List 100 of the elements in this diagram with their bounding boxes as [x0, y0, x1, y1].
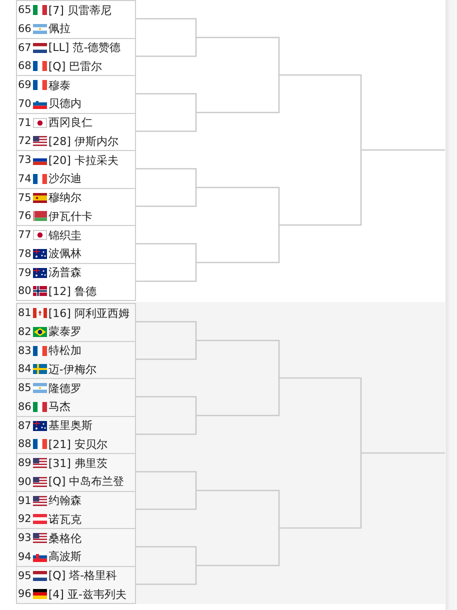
player-name: 特松加: [48, 344, 82, 357]
draw-number: 91: [18, 494, 32, 506]
match-box: [16, 453, 136, 492]
player-name: 隆德罗: [48, 382, 82, 394]
draw-number: 89: [18, 457, 32, 469]
draw-number: 75: [18, 192, 32, 204]
draw-number: 87: [18, 420, 32, 432]
bracket-line: [196, 75, 280, 114]
bracket-line: [136, 188, 197, 207]
player-name: 穆泰: [48, 78, 70, 92]
player-name: [12] 鲁德: [48, 284, 96, 298]
bracket-line: [136, 262, 197, 282]
player-name: [Q] 巴雷尔: [48, 60, 102, 73]
draw-number: 93: [18, 532, 32, 544]
player-name: [28] 伊斯内尔: [48, 134, 118, 148]
match-box: [16, 75, 136, 114]
bracket-line: [136, 416, 197, 435]
draw-number: 86: [18, 400, 32, 413]
player-name: [16] 阿利亚西姆: [48, 306, 130, 320]
player-name: 波佩林: [48, 247, 82, 260]
bracket-line: [136, 396, 197, 416]
draw-number: 70: [18, 98, 32, 110]
match-box: [16, 150, 136, 188]
bracket-line: [196, 528, 280, 566]
draw-number: 78: [18, 248, 32, 260]
draw-number: 72: [18, 135, 32, 148]
player-name: 基里奥斯: [48, 419, 92, 432]
match-box: [16, 340, 136, 379]
bracket-line: [136, 18, 197, 38]
bracket-line: [136, 566, 197, 585]
player-name: 锦织圭: [48, 228, 82, 242]
draw-number: 88: [18, 438, 32, 450]
bracket-line: [279, 453, 362, 529]
player-name: 约翰森: [48, 494, 82, 507]
player-name: 马杰: [48, 400, 70, 414]
match-box: [16, 262, 136, 301]
bracket-line: [136, 321, 197, 340]
player-name: [LL] 范-德赞德: [48, 41, 121, 54]
draw-number: 80: [18, 285, 32, 298]
draw-number: 96: [18, 588, 32, 600]
player-name: 西冈良仁: [48, 116, 92, 129]
match-box: [16, 112, 136, 151]
player-name: 桑格伦: [48, 532, 82, 544]
match-box: [16, 528, 136, 566]
draw-number: 67: [18, 42, 32, 54]
draw-number: 90: [18, 476, 32, 488]
player-name: [21] 安贝尔: [48, 438, 108, 451]
bracket-line: [196, 225, 280, 264]
player-name: 穆纳尔: [48, 191, 82, 204]
draw-number: 81: [18, 307, 32, 319]
bracket-line: [136, 168, 197, 188]
player-name: 迈-伊梅尔: [48, 362, 96, 376]
bracket-line: [279, 74, 362, 150]
draw-number: 84: [18, 363, 32, 376]
draw-number: 76: [18, 210, 32, 222]
player-name: 诺瓦克: [48, 512, 82, 526]
draw-number: 66: [18, 22, 32, 35]
player-name: [4] 亚-兹韦列夫: [48, 588, 126, 601]
player-name: [31] 弗里茨: [48, 456, 108, 470]
bracket-line: [196, 36, 280, 75]
match-box: [16, 378, 136, 416]
draw-number: 69: [18, 79, 32, 91]
match-box: [16, 38, 136, 76]
draw-number: 82: [18, 326, 32, 338]
bracket-line: [196, 378, 280, 416]
draw-number: 68: [18, 60, 32, 72]
match-box: [16, 303, 136, 342]
bracket-line: [136, 546, 197, 566]
bracket-line: [136, 490, 197, 510]
player-name: [Q] 中岛布兰登: [48, 475, 124, 488]
bracket-line: [136, 112, 197, 132]
match-box: [16, 416, 136, 454]
draw-number: 74: [18, 172, 32, 185]
draw-number: 85: [18, 382, 32, 394]
draw-number: 71: [18, 116, 32, 128]
bracket-line: [361, 452, 445, 454]
player-name: 高波斯: [48, 550, 82, 564]
player-name: 蒙泰罗: [48, 325, 82, 338]
bracket-line: [196, 340, 280, 378]
draw-number: 65: [18, 4, 32, 16]
draw-number: 95: [18, 570, 32, 582]
draw-number: 92: [18, 513, 32, 526]
bracket-line: [136, 340, 197, 360]
draw-number: 94: [18, 550, 32, 563]
match-box: [16, 0, 136, 38]
bracket-line: [136, 243, 197, 262]
draw-number: 79: [18, 266, 32, 278]
draw-number: 77: [18, 229, 32, 241]
player-name: 沙尔迪: [48, 172, 82, 186]
player-name: [20] 卡拉采夫: [48, 154, 118, 166]
bracket-line: [136, 93, 197, 112]
match-box: [16, 188, 136, 226]
bracket-line: [279, 150, 362, 226]
match-box: [16, 225, 136, 264]
draw-number: 83: [18, 344, 32, 356]
player-name: 贝德内: [48, 97, 82, 110]
player-name: [7] 贝雷蒂尼: [48, 4, 112, 16]
bracket-line: [196, 490, 280, 528]
bracket-line: [136, 38, 197, 57]
bracket-line: [361, 149, 445, 151]
